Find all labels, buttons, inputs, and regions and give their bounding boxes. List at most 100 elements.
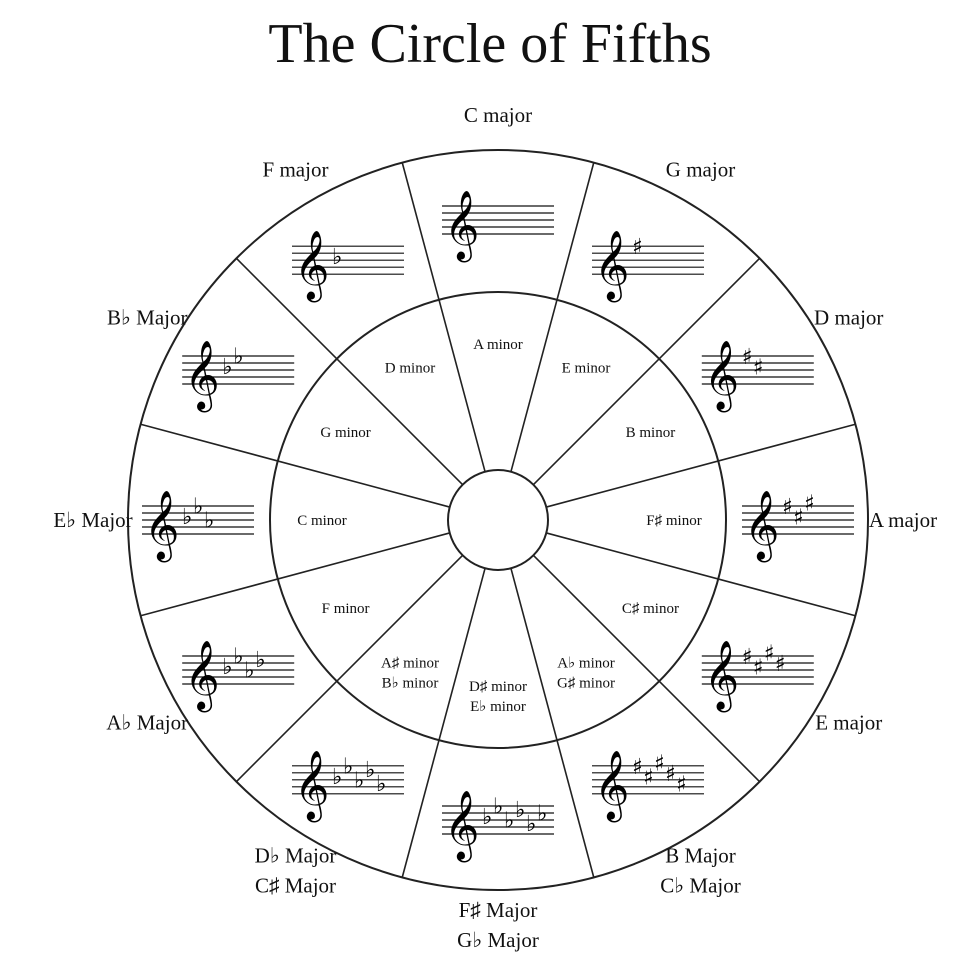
segment-divider (510, 568, 595, 878)
sharp-icon: ♯ (742, 645, 753, 670)
segment-divider (510, 162, 595, 472)
treble-clef-icon: 𝄞 (184, 640, 219, 712)
major-key-label: B♭ Major (107, 306, 187, 330)
segment-divider (546, 532, 856, 617)
sharp-icon: ♯ (775, 652, 786, 677)
flat-icon: ♭ (526, 812, 536, 837)
major-key-label: A major (869, 508, 937, 532)
flat-icon: ♭ (193, 495, 203, 520)
flat-icon: ♭ (376, 772, 386, 797)
sharp-icon: ♯ (665, 762, 676, 787)
flat-icon: ♭ (182, 505, 192, 530)
minor-key-label: E minor (562, 361, 611, 377)
treble-clef-icon: 𝄞 (594, 750, 629, 822)
minor-key-label: E♭ minor (470, 699, 526, 715)
segment-divider (401, 162, 486, 472)
segment-divider (546, 423, 856, 508)
major-key-label: D major (814, 306, 883, 330)
major-key-label: C♭ Major (660, 874, 740, 898)
sharp-icon: ♯ (753, 656, 764, 681)
flat-icon: ♭ (233, 345, 243, 370)
flat-icon: ♭ (332, 245, 342, 270)
minor-key-label: G minor (320, 425, 370, 441)
major-key-label: C♯ Major (255, 874, 336, 898)
minor-key-label: B minor (626, 425, 676, 441)
segment-divider (235, 554, 464, 783)
major-key-label: E♭ Major (53, 508, 132, 532)
flat-icon: ♭ (493, 795, 503, 820)
treble-clef-icon: 𝄞 (744, 490, 779, 562)
key-signature-staff: 𝄞♭♭♭♭♭ (292, 750, 404, 822)
middle-ring (269, 291, 727, 749)
minor-key-label: A minor (473, 337, 523, 353)
sharp-icon: ♯ (632, 235, 643, 260)
minor-key-label: B♭ minor (382, 675, 439, 691)
sharp-icon: ♯ (782, 495, 793, 520)
major-key-label: A♭ Major (106, 711, 188, 735)
segment-dividers (140, 162, 856, 878)
treble-clef-icon: 𝄞 (294, 750, 329, 822)
key-signature-staff: 𝄞♭♭ (182, 340, 295, 412)
treble-clef-icon: 𝄞 (444, 190, 479, 262)
treble-clef-icon: 𝄞 (704, 340, 739, 412)
diagram-title: The Circle of Fifths (268, 13, 712, 75)
flat-icon: ♭ (482, 805, 492, 830)
minor-key-label: G♯ minor (557, 675, 615, 691)
segment-divider (235, 257, 464, 486)
key-signature-staff: 𝄞♯♯ (701, 340, 814, 412)
major-key-label: B Major (665, 844, 736, 868)
flat-icon: ♭ (332, 765, 342, 790)
treble-clef-icon: 𝄞 (294, 230, 329, 302)
sharp-icon: ♯ (804, 492, 815, 517)
major-key-label: F major (263, 157, 329, 181)
flat-icon: ♭ (204, 509, 214, 534)
minor-key-label: F♯ minor (646, 513, 701, 529)
treble-clef-icon: 𝄞 (144, 490, 179, 562)
flat-icon: ♭ (233, 645, 243, 670)
flat-icon: ♭ (222, 355, 232, 380)
flat-icon: ♭ (354, 768, 364, 793)
key-signature-staff: 𝄞♭♭♭♭ (182, 640, 295, 712)
sharp-icon: ♯ (742, 345, 753, 370)
minor-key-label: C minor (297, 513, 347, 529)
segment-divider (532, 554, 761, 783)
flat-icon: ♭ (255, 648, 265, 673)
major-key-label: D♭ Major (255, 844, 337, 868)
key-signature-staves: 𝄞𝄞♯𝄞♯♯𝄞♯♯♯𝄞♯♯♯♯𝄞♯♯♯♯♯𝄞♭♭♭♭♭♭𝄞♭♭♭♭♭𝄞♭♭♭♭𝄞… (142, 190, 854, 862)
treble-clef-icon: 𝄞 (704, 640, 739, 712)
key-signature-staff: 𝄞♭ (292, 230, 404, 302)
key-signature-staff: 𝄞♯♯♯♯ (701, 640, 814, 712)
sharp-icon: ♯ (632, 755, 643, 780)
minor-key-label: C♯ minor (622, 601, 679, 617)
key-signature-staff: 𝄞♭♭♭♭♭♭ (442, 790, 554, 862)
treble-clef-icon: 𝄞 (594, 230, 629, 302)
flat-icon: ♭ (504, 809, 514, 834)
sharp-icon: ♯ (764, 642, 775, 667)
segment-divider (401, 568, 486, 878)
sharp-icon: ♯ (793, 506, 804, 531)
minor-key-label: A♭ minor (557, 655, 615, 671)
sharp-icon: ♯ (654, 751, 665, 776)
sharp-icon: ♯ (643, 765, 654, 790)
major-key-label: E major (815, 711, 882, 735)
flat-icon: ♭ (343, 754, 353, 779)
key-signature-staff: 𝄞♯♯♯♯♯ (592, 750, 704, 822)
flat-icon: ♭ (515, 798, 525, 823)
minor-key-label: A♯ minor (381, 655, 439, 671)
flat-icon: ♭ (244, 659, 254, 684)
key-signature-staff: 𝄞♯ (592, 230, 704, 302)
minor-key-labels: A minor E minor B minor F♯ minor C♯ minor A♭ … (297, 337, 702, 715)
minor-key-label: D♯ minor (469, 679, 527, 695)
outer-ring (127, 149, 869, 891)
segment-divider (140, 532, 450, 617)
key-signature-staff: 𝄞 (442, 190, 554, 262)
sharp-icon: ♯ (676, 772, 687, 797)
minor-key-label: D minor (385, 361, 435, 377)
major-key-label: G major (666, 157, 735, 181)
flat-icon: ♭ (222, 655, 232, 680)
major-key-label: G♭ Major (457, 928, 539, 952)
inner-hub (447, 469, 549, 571)
sharp-icon: ♯ (753, 356, 764, 381)
